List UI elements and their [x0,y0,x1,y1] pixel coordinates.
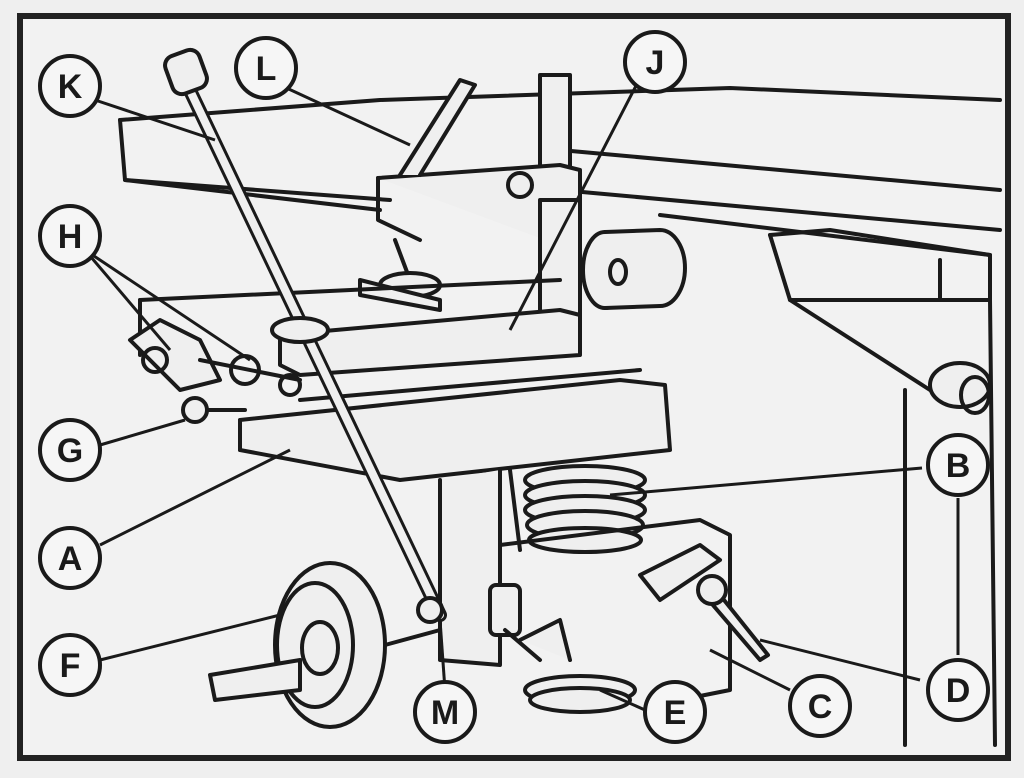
callout-L: L [234,36,298,100]
callout-H: H [38,204,102,268]
machine-drawing [118,47,1002,747]
callout-G: G [38,418,102,482]
callout-label-J: J [646,44,665,82]
callout-A: A [38,526,102,590]
callout-K: K [38,54,102,118]
callout-label-C: C [808,688,833,726]
callout-E: E [643,680,707,744]
callout-label-M: M [431,694,459,732]
callout-F: F [38,633,102,697]
callout-label-B: B [946,447,971,485]
callout-J: J [623,30,687,94]
leader-lines [83,77,960,712]
callout-label-F: F [60,647,81,685]
callout-D: D [926,658,990,722]
callout-label-G: G [57,432,83,470]
callout-label-E: E [664,694,687,732]
callout-label-L: L [256,50,277,88]
callout-label-A: A [58,540,83,578]
callout-C: C [788,674,852,738]
diagram-frame [17,13,1011,761]
callout-label-D: D [946,672,971,710]
callout-label-H: H [58,218,83,256]
callout-label-K: K [58,68,83,106]
callout-B: B [926,433,990,497]
callout-M: M [413,680,477,744]
